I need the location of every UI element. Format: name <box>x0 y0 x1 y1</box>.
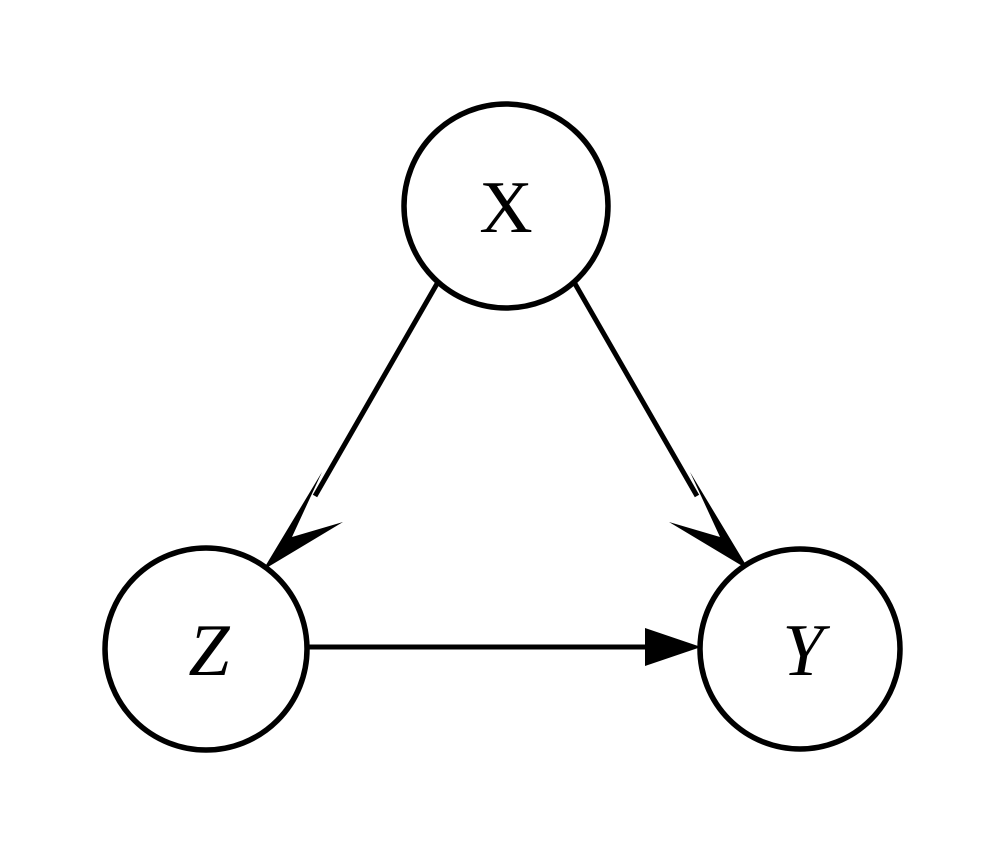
node-x[interactable]: X <box>401 101 611 311</box>
node-x-label: X <box>479 167 532 249</box>
node-z-label: Z <box>188 610 230 692</box>
edge-x-to-y <box>571 280 749 570</box>
edge-x-to-z-shaft <box>312 280 441 498</box>
node-z[interactable]: Z <box>102 545 310 753</box>
edge-x-to-z <box>263 280 441 570</box>
edge-x-to-y-arrowhead <box>669 472 749 570</box>
node-y-circle[interactable] <box>697 546 903 752</box>
node-x-circle[interactable] <box>401 101 611 311</box>
edge-x-to-z-arrowhead <box>263 472 343 570</box>
node-y-label: Y <box>782 610 830 692</box>
edge-z-to-y-arrowhead <box>645 628 701 666</box>
edge-z-to-y <box>307 628 701 666</box>
node-y[interactable]: Y <box>697 546 903 752</box>
edge-x-to-y-shaft <box>571 280 700 498</box>
node-z-circle[interactable] <box>102 545 310 753</box>
